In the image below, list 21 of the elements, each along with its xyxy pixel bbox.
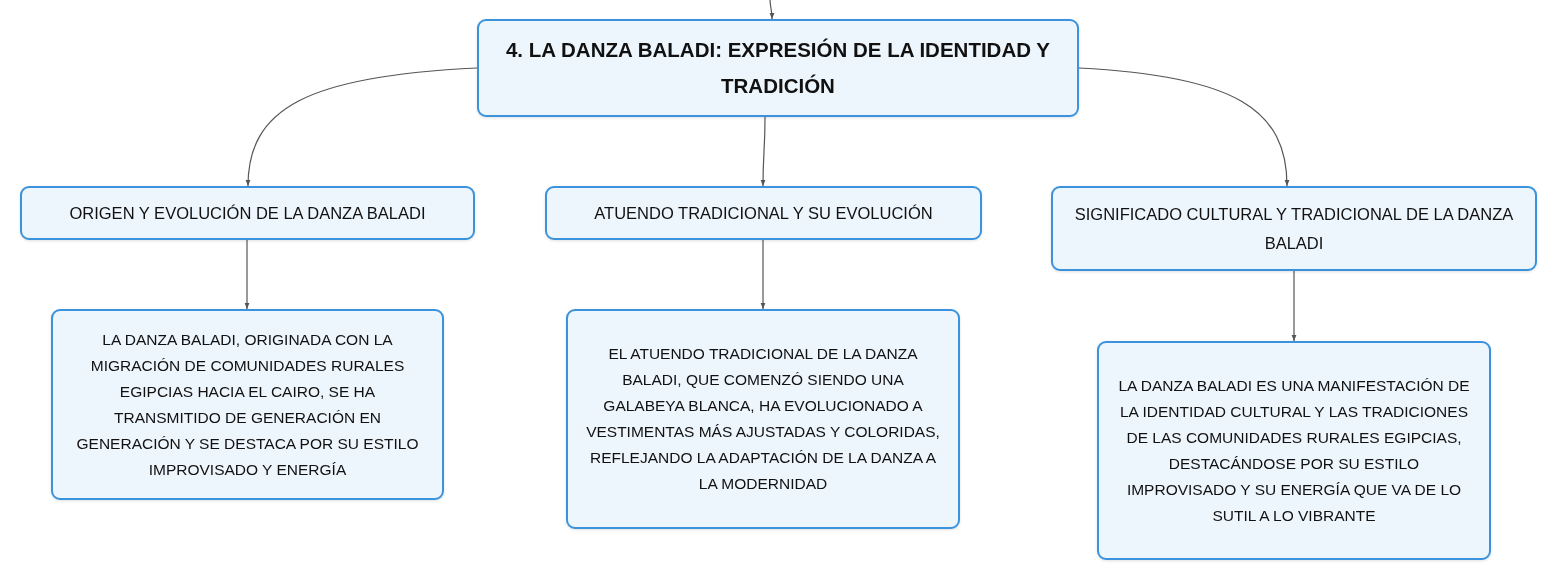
description-box xyxy=(1097,341,1491,560)
description-text: EL ATUENDO TRADICIONAL DE LA DANZA BALADI, QUE COMENZÓ SIENDO UNA GALABEYA BLANCA, HA EVOLUCIONADO A VESTIMENTAS MÁS AJUSTADAS Y COLORIDAS, REFLEJANDO LA ADAPTACIÓN DE LA DANZA A LA MODERNIDAD xyxy=(585,344,941,494)
connector-arrow xyxy=(1291,270,1297,342)
subtopic-box xyxy=(1051,186,1537,271)
subtopic-box xyxy=(20,186,475,240)
description-box xyxy=(566,309,960,529)
subtopic-title: SIGNIFICADO CULTURAL Y TRADICIONAL DE LA DANZA BALADI xyxy=(1073,203,1515,254)
description-text: LA DANZA BALADI ES UNA MANIFESTACIÓN DE LA IDENTIDAD CULTURAL Y LAS TRADICIONES DE LAS COMUNIDADES RURALES EGIPCIAS, DESTACÁNDOSE POR SU ESTILO IMPROVISADO Y SU ENERGÍA QUE VA DE LO SUTIL A LO VIBRANTE xyxy=(1117,375,1471,526)
subtopic-box xyxy=(545,186,982,240)
connector-arrow xyxy=(244,239,250,310)
connector-arrow xyxy=(760,116,766,187)
main-topic-box xyxy=(477,19,1079,117)
subtopic-title: ATUENDO TRADICIONAL Y SU EVOLUCIÓN xyxy=(593,202,934,224)
connector-arrow xyxy=(246,67,478,187)
connector-arrow xyxy=(760,239,766,310)
description-text: LA DANZA BALADI, ORIGINADA CON LA MIGRACIÓN DE COMUNIDADES RURALES EGIPCIAS HACIA EL CAIRO, SE HA TRANSMITIDO DE GENERACIÓN EN GENERACIÓN Y SE DESTACA POR SU ESTILO IMPROVISADO Y ENERGÍA xyxy=(75,329,420,480)
connector-arrow xyxy=(769,0,775,20)
main-topic-title: 4. LA DANZA BALADI: EXPRESIÓN DE LA IDENTIDAD Y TRADICIÓN xyxy=(504,37,1051,99)
connector-arrow xyxy=(1078,67,1290,187)
description-box xyxy=(51,309,444,500)
subtopic-title: ORIGEN Y EVOLUCIÓN DE LA DANZA BALADI xyxy=(68,202,427,224)
